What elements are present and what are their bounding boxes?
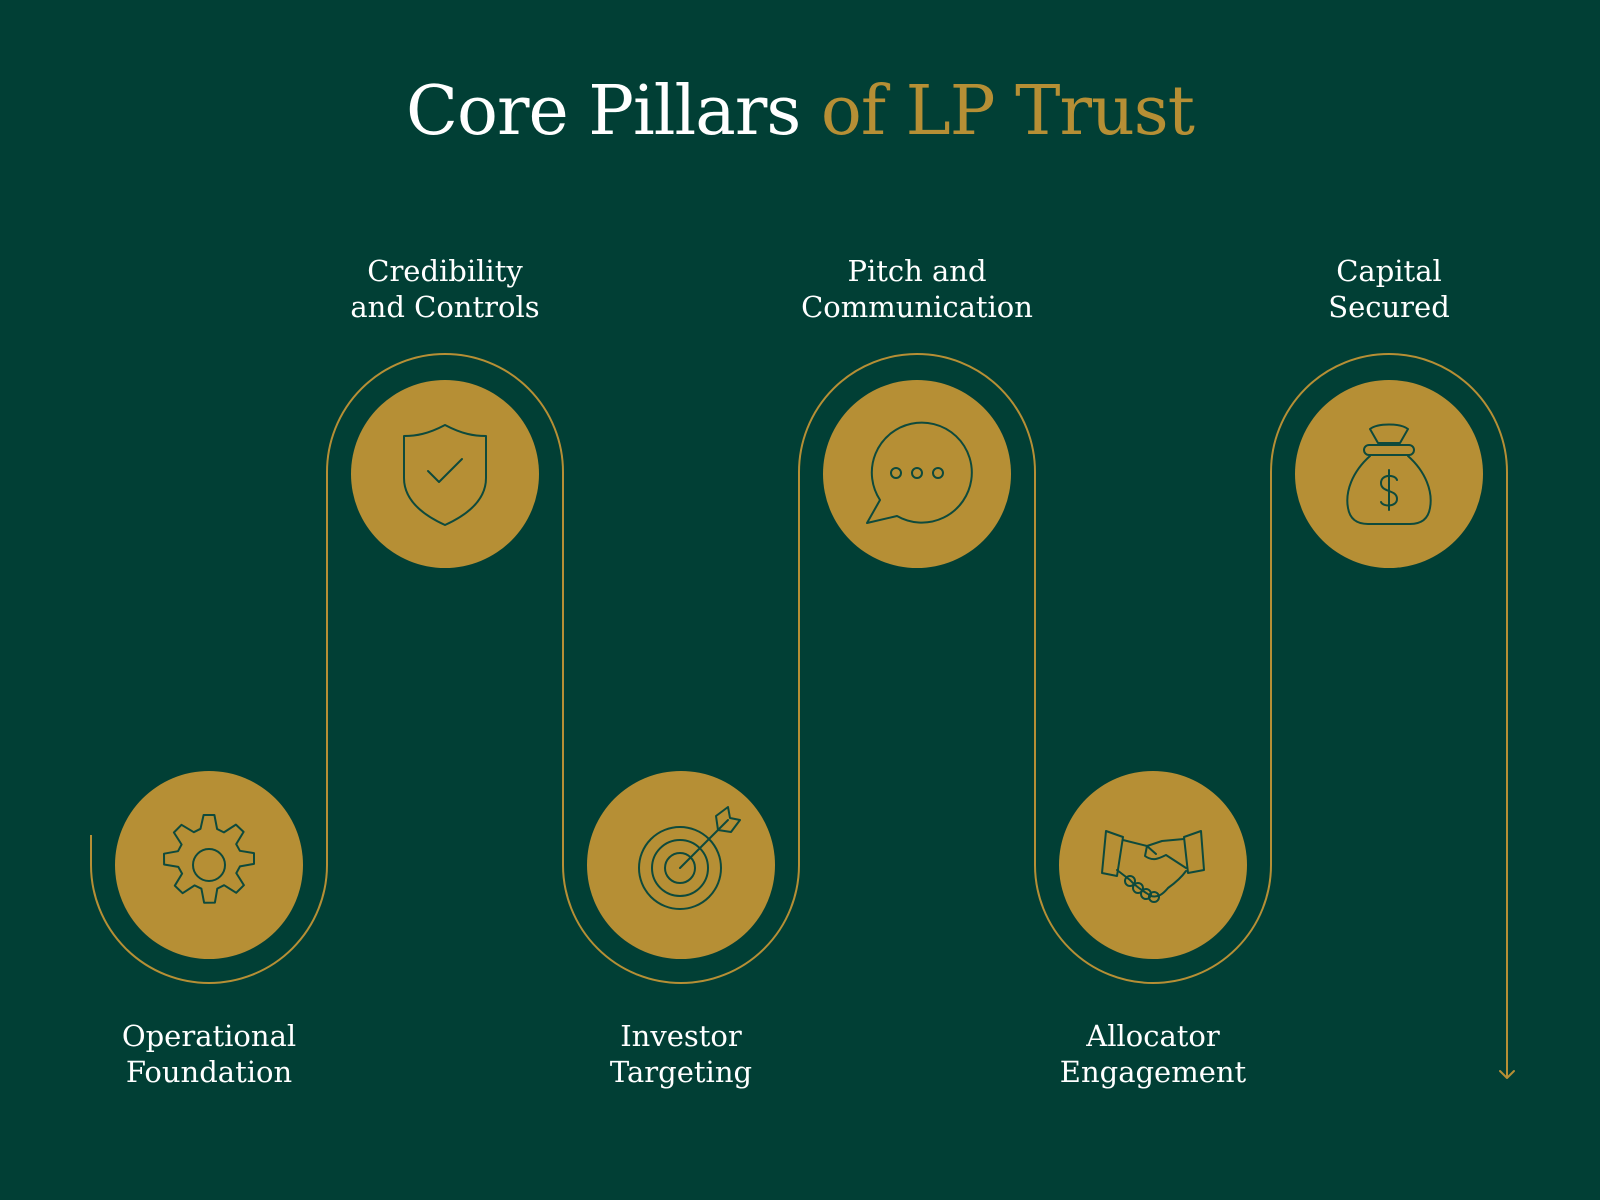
title-main: Core Pillars bbox=[405, 72, 801, 151]
label-line: and Controls bbox=[350, 290, 540, 324]
pillar-node-1 bbox=[115, 771, 303, 959]
pillar-node-3 bbox=[587, 771, 775, 959]
pillar-node-2 bbox=[351, 380, 539, 568]
label-line: Credibility bbox=[367, 254, 523, 288]
pillar-label-operational-foundation: Operational Foundation bbox=[59, 1018, 359, 1090]
label-line: Investor bbox=[620, 1019, 742, 1053]
chat-bubble-icon bbox=[866, 421, 973, 524]
winding-connector-line bbox=[90, 353, 1508, 1078]
label-line: Secured bbox=[1328, 290, 1450, 324]
label-line: Engagement bbox=[1059, 1055, 1247, 1089]
shield-check-icon bbox=[403, 424, 487, 526]
gear-icon bbox=[163, 814, 255, 904]
label-line: Allocator bbox=[1086, 1019, 1220, 1053]
pillar-label-credibility-controls: Credibility and Controls bbox=[295, 253, 595, 325]
label-line: Communication bbox=[801, 290, 1033, 324]
pillar-node-4 bbox=[823, 380, 1011, 568]
page-title: Core Pillars of LP Trust bbox=[0, 72, 1600, 151]
pillar-node-6 bbox=[1295, 380, 1483, 568]
pillar-label-pitch-communication: Pitch and Communication bbox=[762, 253, 1072, 325]
target-arrow-icon bbox=[638, 806, 741, 910]
pillar-circle bbox=[115, 771, 303, 959]
money-bag-icon bbox=[1346, 423, 1432, 525]
pillar-label-capital-secured: Capital Secured bbox=[1239, 253, 1539, 325]
title-accent: of LP Trust bbox=[820, 72, 1195, 151]
label-line: Pitch and bbox=[847, 254, 987, 288]
pillar-circle bbox=[1059, 771, 1247, 959]
pillar-node-5 bbox=[1059, 771, 1247, 959]
handshake-icon bbox=[1101, 830, 1205, 903]
pillar-circle bbox=[823, 380, 1011, 568]
pillar-circle bbox=[351, 380, 539, 568]
pillar-circle bbox=[587, 771, 775, 959]
label-line: Operational bbox=[121, 1019, 297, 1053]
pillar-label-investor-targeting: Investor Targeting bbox=[531, 1018, 831, 1090]
arrow-head-icon bbox=[1499, 1070, 1515, 1079]
label-line: Targeting bbox=[609, 1055, 753, 1089]
label-line: Capital bbox=[1336, 254, 1442, 288]
label-line: Foundation bbox=[125, 1055, 293, 1089]
pillar-label-allocator-engagement: Allocator Engagement bbox=[1003, 1018, 1303, 1090]
